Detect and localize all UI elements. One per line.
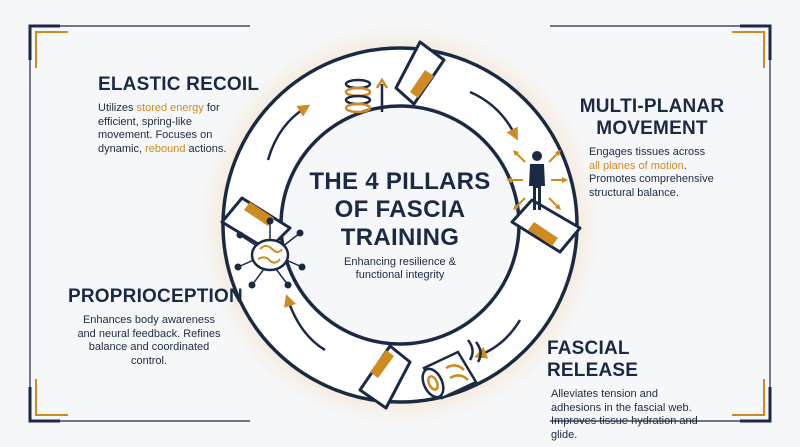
person-arrows-icon: [506, 150, 568, 210]
center-title-line: TRAINING: [340, 224, 460, 251]
pillar-multi-planar-movement: MULTI-PLANAR MOVEMENT Engages tissues ac…: [577, 96, 727, 200]
center-subtitle-line: Enhancing resilience &: [344, 256, 456, 268]
pillar-title-line: MOVEMENT: [596, 118, 708, 139]
center-subtitle-line: functional integrity: [355, 269, 445, 281]
pillar-description: Utilizes stored energy for efficient, sp…: [98, 102, 238, 156]
center-subtitle: Enhancing resilience & functional integr…: [315, 256, 485, 282]
desc-text: actions.: [185, 142, 227, 155]
cycle-arrows: [266, 90, 522, 359]
pillar-proprioception: PROPRIOCEPTION Enhances body awareness a…: [68, 286, 243, 368]
pillar-description: Enhances body awareness and neural feedb…: [77, 314, 221, 367]
pillar-title: PROPRIOCEPTION: [68, 286, 243, 307]
desc-text: . Promotes comprehensive structural bala…: [589, 159, 714, 199]
pillar-title: MULTI-PLANAR MOVEMENT: [577, 96, 727, 140]
foam-roller-icon: [421, 339, 482, 400]
pillar-title-line: MULTI-PLANAR: [579, 96, 725, 117]
pillar-fascial-release: FASCIAL RELEASE Alleviates tension and a…: [547, 338, 707, 442]
desc-highlight: stored energy: [136, 102, 204, 114]
desc-text: Utilizes: [98, 102, 137, 114]
desc-text: for efficient, spring-like movement. Foc…: [98, 102, 220, 155]
segment-dividers: [220, 40, 582, 410]
pillar-title: FASCIAL RELEASE: [547, 338, 639, 381]
pillar-description: Engages tissues across all planes of mot…: [589, 146, 719, 200]
spring-icon: [344, 77, 389, 114]
brain-network-icon: [234, 217, 306, 289]
center-title-line: THE 4 PILLARS: [309, 168, 491, 195]
pillar-description: Alleviates tension and adhesions in the …: [551, 388, 698, 441]
pillar-elastic-recoil: ELASTIC RECOIL Utilizes stored energy fo…: [98, 74, 268, 156]
corner-frame: [28, 24, 772, 423]
center-title-line: OF FASCIA: [334, 196, 466, 223]
desc-highlight: rebound: [145, 142, 186, 155]
segment-divider-accents: [244, 70, 558, 378]
desc-highlight: all planes of motion: [589, 159, 684, 172]
center-title: THE 4 PILLARS OF FASCIA TRAINING: [300, 168, 500, 252]
desc-text: Engages tissues across: [589, 146, 706, 158]
pillar-title: ELASTIC RECOIL: [98, 74, 260, 95]
